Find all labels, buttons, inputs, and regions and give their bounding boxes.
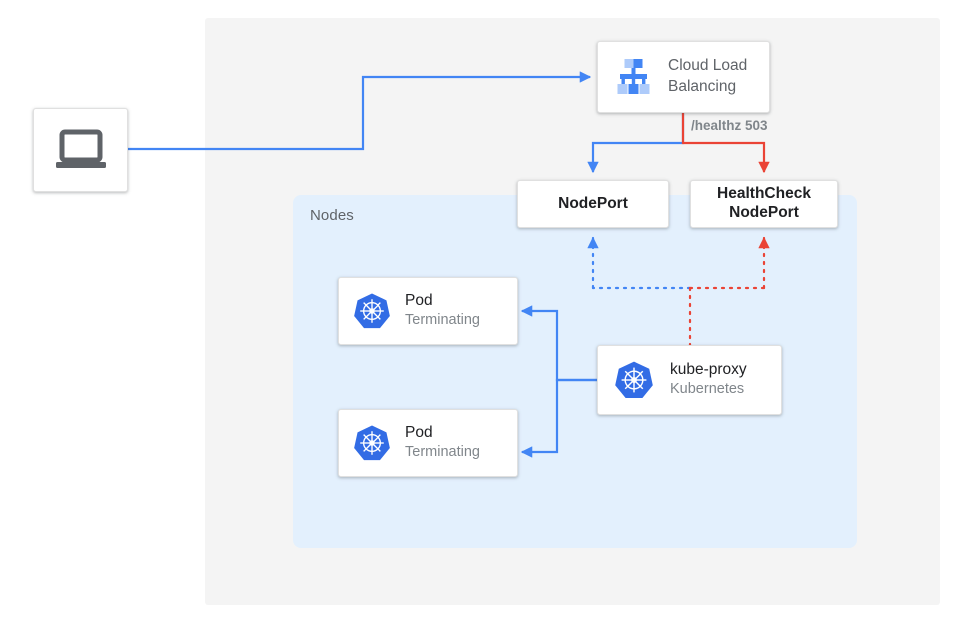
kube-proxy-title: kube-proxy bbox=[670, 361, 747, 379]
cloud-load-balancing-label-line2: Balancing bbox=[668, 78, 737, 95]
pod-title: Pod bbox=[405, 292, 433, 310]
healthcheck-nodeport-label: HealthCheck NodePort bbox=[717, 185, 811, 222]
nodes-region-label: Nodes bbox=[310, 207, 354, 224]
pod-title: Pod bbox=[405, 424, 433, 442]
cloud-load-balancing-label: Cloud Load Balancing bbox=[668, 56, 747, 98]
healthcheck-nodeport-label-line2: NodePort bbox=[729, 204, 799, 221]
client-device-card[interactable] bbox=[33, 108, 128, 192]
cloud-load-balancing-icon bbox=[617, 59, 650, 94]
kube-proxy-subtitle: Kubernetes bbox=[670, 381, 745, 398]
pod-label-group: Pod Terminating bbox=[405, 423, 480, 463]
pod-card[interactable]: Pod Terminating bbox=[338, 277, 518, 345]
kubernetes-icon bbox=[354, 293, 390, 329]
kube-proxy-label-group: kube-proxy Kubernetes bbox=[670, 360, 747, 400]
kubernetes-icon bbox=[354, 425, 390, 461]
healthz-status-label: /healthz 503 bbox=[691, 118, 768, 133]
kube-proxy-card[interactable]: kube-proxy Kubernetes bbox=[597, 345, 782, 415]
pod-status: Terminating bbox=[405, 444, 480, 461]
nodeport-label: NodePort bbox=[558, 194, 628, 212]
kubernetes-icon bbox=[615, 361, 653, 398]
nodeport-card[interactable]: NodePort bbox=[517, 180, 669, 228]
cloud-load-balancing-label-line1: Cloud Load bbox=[668, 57, 748, 75]
pod-card[interactable]: Pod Terminating bbox=[338, 409, 518, 477]
pod-status: Terminating bbox=[405, 312, 480, 329]
healthcheck-nodeport-card[interactable]: HealthCheck NodePort bbox=[690, 180, 838, 228]
laptop-icon bbox=[55, 129, 106, 168]
pod-label-group: Pod Terminating bbox=[405, 291, 480, 331]
healthcheck-nodeport-label-line1: HealthCheck bbox=[717, 185, 811, 203]
cloud-load-balancing-card[interactable]: Cloud Load Balancing bbox=[597, 41, 770, 113]
